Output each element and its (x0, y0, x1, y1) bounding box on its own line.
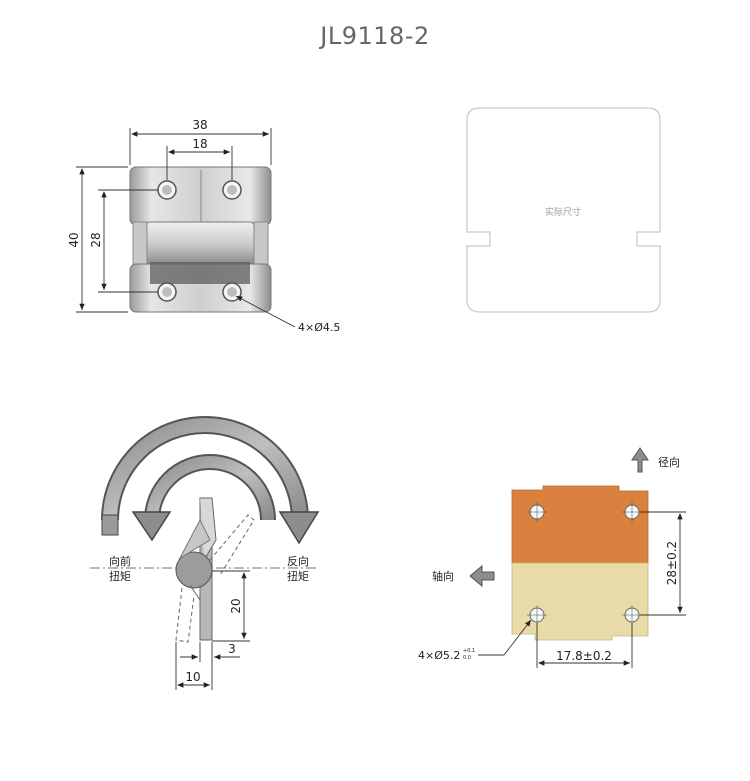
dim-height-outer: 40 (67, 232, 81, 247)
hole-callout: 4×Ø4.5 (298, 321, 340, 334)
reverse-torque-label-1: 反向 (287, 554, 309, 568)
dim-width-inner: 18 (192, 137, 207, 151)
page-title: JL9118-2 (320, 22, 430, 50)
mount-holes (527, 502, 642, 625)
torque-arrows (101, 416, 320, 545)
forward-torque-label-2: 扭矩 (109, 569, 131, 583)
dim-height-inner: 28 (89, 232, 103, 247)
hinge-front-view (129, 166, 272, 313)
actual-size-outline (466, 107, 661, 313)
actual-size-label: 实际尺寸 (545, 206, 581, 218)
tolerance-lower: 0.0 (463, 655, 471, 661)
hinge-side-view (175, 497, 255, 643)
dim-width-10: 10 (185, 670, 200, 684)
mounting-hole (157, 282, 177, 302)
mounting-hole (157, 180, 177, 200)
radial-arrow-icon (631, 447, 649, 473)
dim-width-outer: 38 (192, 118, 207, 132)
tolerance-upper: +0.1 (463, 648, 475, 654)
mount-plates (511, 485, 649, 641)
axial-label: 轴向 (432, 569, 454, 583)
axial-arrow-icon (469, 564, 495, 588)
dim-horizontal: 17.8±0.2 (556, 649, 612, 663)
forward-torque-label-1: 向前 (109, 554, 131, 568)
front-view-dimensions (76, 128, 296, 328)
mounting-hole (222, 180, 242, 200)
mounting-hole (222, 282, 242, 302)
radial-label: 径向 (658, 455, 680, 469)
dim-small-3: 3 (228, 642, 236, 656)
mount-hole-callout: 4×Ø5.2 (418, 649, 460, 662)
torque-view-dimensions (175, 570, 250, 690)
mount-dimensions (478, 511, 686, 668)
dim-height-20: 20 (229, 598, 243, 613)
dim-vertical: 28±0.2 (665, 541, 679, 585)
reverse-torque-label-2: 扭矩 (287, 569, 309, 583)
